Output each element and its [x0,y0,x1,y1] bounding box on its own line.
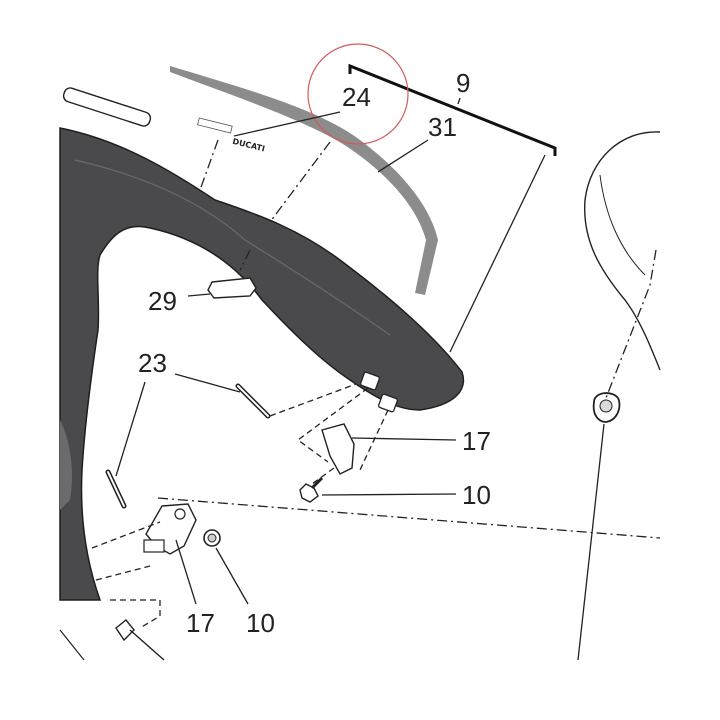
pin-part-23-b-core [107,471,125,507]
dash-clip-to-screw [311,467,335,485]
badge-part-24 [197,117,233,134]
leader-31 [377,139,429,173]
highlight-circle [307,43,409,145]
dash-lower-connectors [91,521,161,629]
callout-31: 31 [428,112,457,142]
side-cover-outline [583,131,661,371]
right-vertical-line [577,423,605,661]
leader-10-b [215,547,249,605]
dash-right-grommet [605,249,657,399]
decal-strip-part [62,87,152,127]
bracket-clip-tab [143,539,165,553]
push-rivet-shaft [129,629,165,661]
callout-29: 29 [148,286,177,316]
side-cover-inner-line [599,174,646,276]
dash-tab-to-clip-2 [359,409,389,471]
screw-part-10-upper-shaft [310,476,324,490]
leader-24 [233,111,341,137]
trim-strip-part-31 [170,66,438,295]
assembly-axis-line [157,497,661,539]
callout-23: 23 [138,348,167,378]
part-9-bracket [348,63,557,156]
leader-23-a [174,373,241,393]
callout-24: 24 [342,82,371,112]
push-rivet-part [115,619,135,642]
speed-nut-part-17-upper [321,423,355,475]
callout-10-lower: 10 [246,608,275,638]
grommet-part-10-lower-core [207,533,217,543]
leader-29 [187,293,211,297]
dash-badge-down [199,139,219,191]
leader-17-a [351,437,457,441]
fairing-panel-part-9 [59,127,465,601]
frame-edge-line [59,629,85,661]
pin-part-23-a-core [237,385,269,417]
leader-9-to-fairing [449,154,546,353]
callout-9: 9 [456,68,470,98]
leader-23-b [115,381,146,477]
fairing-mount-tab-b [378,393,398,413]
fairing-inner-shadow [60,420,72,510]
leader-17-b [175,539,197,605]
callout-17-upper: 17 [462,426,491,456]
dash-pin-to-tab [269,383,357,417]
ducati-brand-mark: DUCATI [232,137,266,154]
leader-10-a [321,493,457,496]
dash-31-down [239,141,331,271]
callout-17-lower: 17 [186,608,215,638]
grommet-right-core [599,399,613,413]
dash-tab-to-clip [296,387,369,463]
callout-10-upper: 10 [462,480,491,510]
rubber-block-part-29 [207,277,257,299]
fairing-crease-line [74,159,391,336]
leader-9-tick [457,97,461,105]
bracket-hole [174,508,186,520]
